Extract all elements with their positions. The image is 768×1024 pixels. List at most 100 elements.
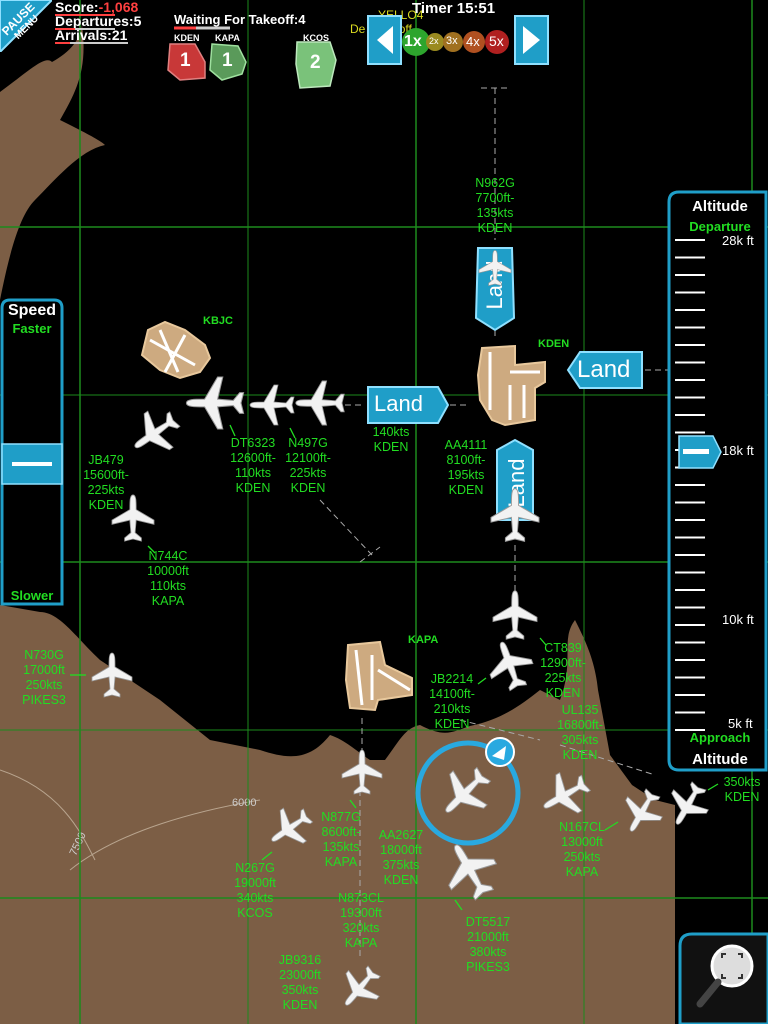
speed-slider-handle[interactable] xyxy=(1,443,63,485)
terrain-bottom xyxy=(0,605,675,1024)
aircraft[interactable] xyxy=(295,380,345,426)
arrivals-label: Arrivals: xyxy=(55,27,112,43)
aircraft[interactable] xyxy=(490,488,540,542)
aircraft[interactable] xyxy=(613,782,671,842)
altitude-panel xyxy=(667,190,768,772)
aircraft[interactable] xyxy=(330,957,390,1019)
waiting-for-takeoff: Waiting For Takeoff:4 xyxy=(174,12,306,27)
aircraft[interactable] xyxy=(91,652,133,698)
score-panel: Score:-1,068 Departures:5 Arrivals:21 xyxy=(55,0,141,42)
altitude-slider-handle[interactable] xyxy=(678,435,722,469)
aircraft[interactable] xyxy=(478,250,512,286)
aircraft[interactable] xyxy=(260,798,320,858)
aircraft[interactable] xyxy=(341,749,383,795)
score-label: Score: xyxy=(55,0,99,15)
score-value: -1,068 xyxy=(98,0,139,15)
waiting-airport-code: KDEN xyxy=(174,33,200,43)
departures-value: 5 xyxy=(133,13,142,29)
speed-5x-button[interactable] xyxy=(485,30,509,54)
sim-speed-controls xyxy=(367,15,549,65)
speed-3x-button[interactable] xyxy=(443,32,463,52)
aircraft[interactable] xyxy=(492,590,538,640)
aircraft[interactable] xyxy=(659,775,717,835)
aircraft[interactable] xyxy=(532,763,598,827)
contour-line xyxy=(69,799,261,871)
waiting-kden[interactable] xyxy=(167,43,206,81)
altitude-approach-label: Approach xyxy=(689,730,751,745)
waiting-queue xyxy=(167,26,337,89)
airport-kapa[interactable] xyxy=(344,640,413,712)
speed-4x-button[interactable] xyxy=(463,31,485,53)
speed-1x-button[interactable] xyxy=(402,28,430,56)
altitude-tick-label: 28k ft xyxy=(722,233,754,248)
waiting-count: 1 xyxy=(180,50,191,71)
departures-label: Departures: xyxy=(55,13,134,29)
zoom-icon xyxy=(696,944,754,1008)
airport-kden[interactable] xyxy=(476,344,546,427)
airport-label: KDEN xyxy=(538,338,570,350)
aircraft[interactable] xyxy=(480,634,540,696)
aircraft[interactable] xyxy=(122,400,188,466)
speed-panel xyxy=(0,298,64,606)
speed-1x-label[interactable]: 1x xyxy=(404,33,422,50)
terrain-top-left xyxy=(0,25,105,300)
altitude-title: Altitude xyxy=(692,198,748,215)
waiting-count: 1 xyxy=(222,50,233,71)
altitude-tick-label: 10k ft xyxy=(722,612,754,627)
land-button-label[interactable]: Land xyxy=(374,391,423,416)
waiting-airport-code: KAPA xyxy=(215,33,240,43)
selection-ring[interactable] xyxy=(415,737,521,846)
land-button[interactable] xyxy=(566,351,643,389)
altitude-tick-label: 5k ft xyxy=(728,716,753,731)
pause-menu-button[interactable] xyxy=(0,0,52,52)
waiting-airport-code: KCOS xyxy=(303,33,330,43)
airport-label: KAPA xyxy=(408,634,439,646)
speed-3x-label[interactable]: 3x xyxy=(446,35,458,47)
aircraft-selected[interactable] xyxy=(428,756,502,830)
land-button-label[interactable]: Land xyxy=(577,356,631,383)
aircraft[interactable] xyxy=(185,376,245,430)
altitude-departure-label: Departure xyxy=(689,219,751,234)
land-button[interactable] xyxy=(367,386,450,424)
altitude-title: Altitude xyxy=(692,751,748,768)
airport-kbjc[interactable] xyxy=(140,320,212,380)
zoom-button[interactable] xyxy=(678,932,768,1024)
previous-button[interactable] xyxy=(367,15,402,65)
speed-5x-label[interactable]: 5x xyxy=(489,33,504,49)
speed-2x-button[interactable] xyxy=(426,33,444,51)
speed-4x-label[interactable]: 4x xyxy=(466,34,480,49)
contour-line-2 xyxy=(0,769,96,861)
next-button[interactable] xyxy=(514,15,549,65)
waiting-kcos[interactable] xyxy=(295,41,337,89)
aircraft[interactable] xyxy=(249,384,295,426)
speed-title: Speed xyxy=(7,302,56,319)
waiting-kapa[interactable] xyxy=(209,43,247,81)
speed-2x-label[interactable]: 2x xyxy=(429,36,439,46)
hud-bars xyxy=(55,14,128,44)
land-button[interactable] xyxy=(496,438,534,521)
